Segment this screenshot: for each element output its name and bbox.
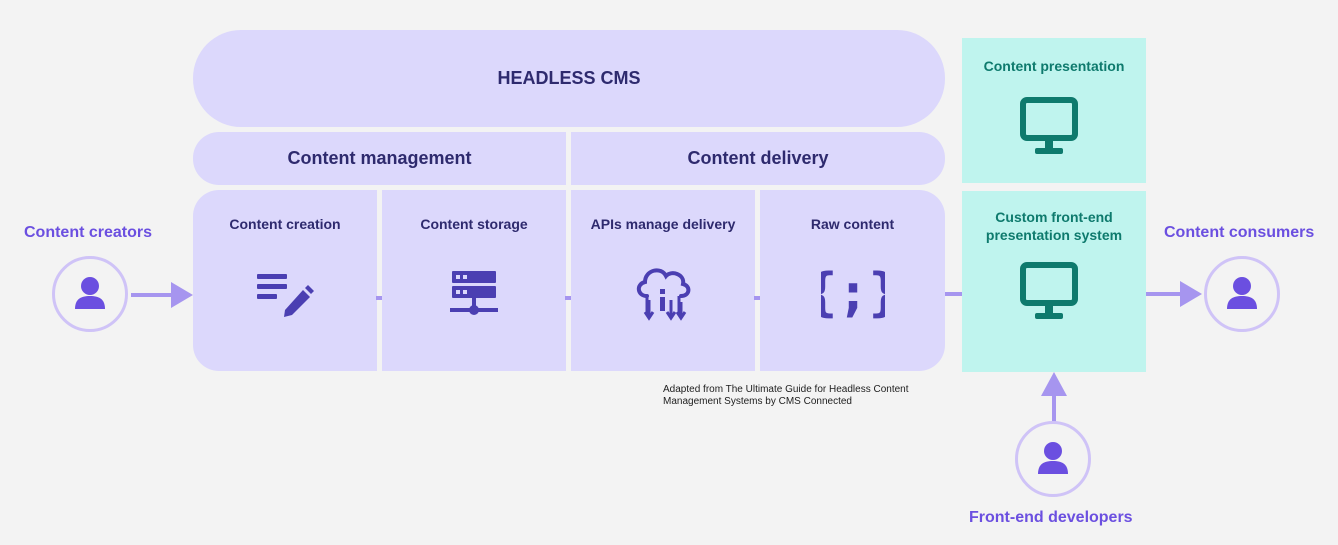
raw-content-cell: Raw content {;} xyxy=(760,190,945,371)
apis-delivery-label: APIs manage delivery xyxy=(590,216,736,232)
custom-frontend-box: Custom front-end presentation system xyxy=(962,191,1146,372)
content-management-label: Content management xyxy=(287,148,472,168)
server-icon xyxy=(444,268,504,325)
content-creation-cell: Content creation xyxy=(193,190,377,371)
front-end-developers-label: Front-end developers xyxy=(969,509,1133,526)
apis-delivery-cell: APIs manage delivery xyxy=(571,190,755,371)
headless-cms-title: HEADLESS CMS xyxy=(497,68,641,88)
user-icon xyxy=(1038,442,1068,474)
raw-content-label: Raw content xyxy=(810,216,895,232)
attribution-note: Adapted from The Ultimate Guide for Head… xyxy=(663,384,963,408)
content-delivery-label: Content delivery xyxy=(687,148,829,168)
connector-dash xyxy=(565,296,571,300)
connector-line xyxy=(945,292,962,296)
front-end-developers-avatar xyxy=(1015,421,1091,497)
custom-frontend-label-line2: presentation system xyxy=(985,227,1123,243)
arrow-line xyxy=(1146,292,1188,296)
monitor-icon xyxy=(1019,261,1079,326)
curly-braces-icon: {;} xyxy=(806,260,900,329)
attribution-line2: Management Systems by CMS Connected xyxy=(663,396,852,407)
content-creators-label: Content creators xyxy=(24,224,153,241)
content-creation-label: Content creation xyxy=(229,216,341,232)
monitor-icon xyxy=(1019,96,1079,159)
connector-dash xyxy=(754,296,760,300)
arrow-line xyxy=(1052,392,1056,422)
content-creators-avatar xyxy=(52,256,128,332)
content-presentation-label: Content presentation xyxy=(983,58,1125,74)
attribution-line1: Adapted from The Ultimate Guide for Head… xyxy=(663,384,909,395)
arrow-head-up-icon xyxy=(1041,372,1067,401)
user-icon xyxy=(75,277,105,309)
custom-frontend-label-line1: Custom front-end xyxy=(995,209,1113,225)
user-icon xyxy=(1227,277,1257,309)
edit-text-icon xyxy=(255,268,315,325)
custom-frontend-label: Custom front-end presentation system xyxy=(962,208,1146,244)
content-storage-cell: Content storage xyxy=(382,190,566,371)
connector-dash xyxy=(376,296,382,300)
content-management-bar: Content management xyxy=(193,132,566,185)
arrow-head-right-icon xyxy=(1180,281,1202,312)
content-consumers-label: Content consumers xyxy=(1164,224,1315,241)
arrow-head-right-icon xyxy=(171,282,193,313)
content-storage-label: Content storage xyxy=(420,216,528,232)
content-presentation-box: Content presentation xyxy=(962,38,1146,183)
svg-text:{;}: {;} xyxy=(821,263,885,323)
content-consumers-avatar xyxy=(1204,256,1280,332)
arrow-line xyxy=(131,293,179,297)
headless-cms-banner: HEADLESS CMS xyxy=(193,30,945,127)
content-delivery-bar: Content delivery xyxy=(571,132,945,185)
cloud-api-icon xyxy=(633,262,693,333)
